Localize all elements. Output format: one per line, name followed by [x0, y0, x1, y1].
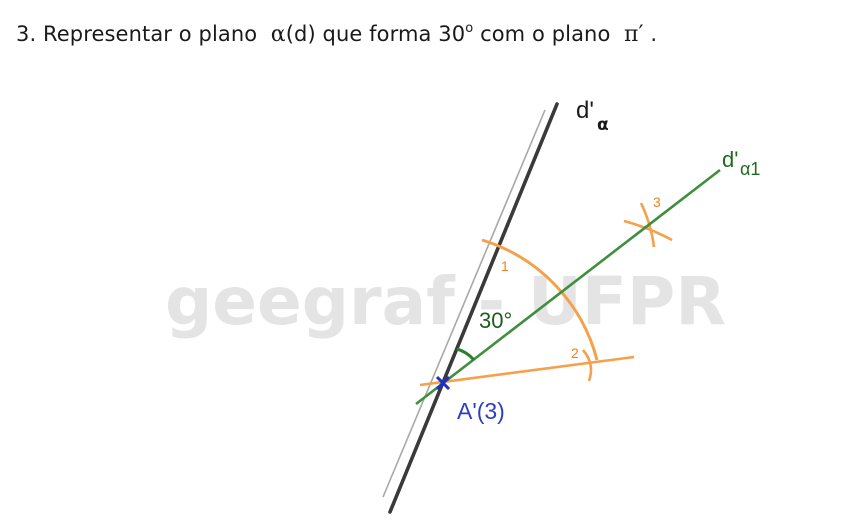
statement-part-2: (d) que forma 30 [285, 22, 466, 46]
point-a-marker [435, 375, 451, 391]
statement-period: . [650, 22, 658, 46]
label-trace-alpha1-main: d' [722, 147, 738, 172]
label-point-3: 3 [653, 194, 661, 210]
construction-arc [481, 238, 599, 361]
trace-alpha-line [388, 102, 559, 514]
label-trace-alpha1-sub: α1 [740, 159, 760, 179]
pi-prime-symbol: π′ [623, 22, 644, 47]
degree-symbol: o [465, 21, 474, 36]
construction-line-a-to-2 [419, 355, 635, 387]
trace-alpha1-line [415, 168, 721, 406]
arc-mark-point-3-b [623, 219, 673, 242]
statement-part-3: com o plano [480, 22, 611, 46]
trace-alpha-shadow-line [382, 109, 546, 498]
arc-mark-point-2 [581, 349, 593, 382]
label-point-1: 1 [501, 258, 509, 274]
label-point-a: A'(3) [457, 398, 505, 424]
label-trace-alpha-sub: α [597, 115, 609, 135]
angle-arc-30 [456, 347, 476, 362]
watermark-text: geegraf - UFPR [165, 263, 726, 340]
label-point-2: 2 [571, 345, 579, 361]
label-trace-alpha-main: d' [576, 97, 594, 124]
exercise-number: 3. [16, 22, 37, 46]
alpha-symbol: α [270, 22, 286, 47]
label-angle-30: 30° [479, 308, 512, 333]
exercise-statement: 3. Representar o plano α(d) que forma 30… [16, 22, 657, 47]
statement-part-1: Representar o plano [43, 22, 258, 46]
